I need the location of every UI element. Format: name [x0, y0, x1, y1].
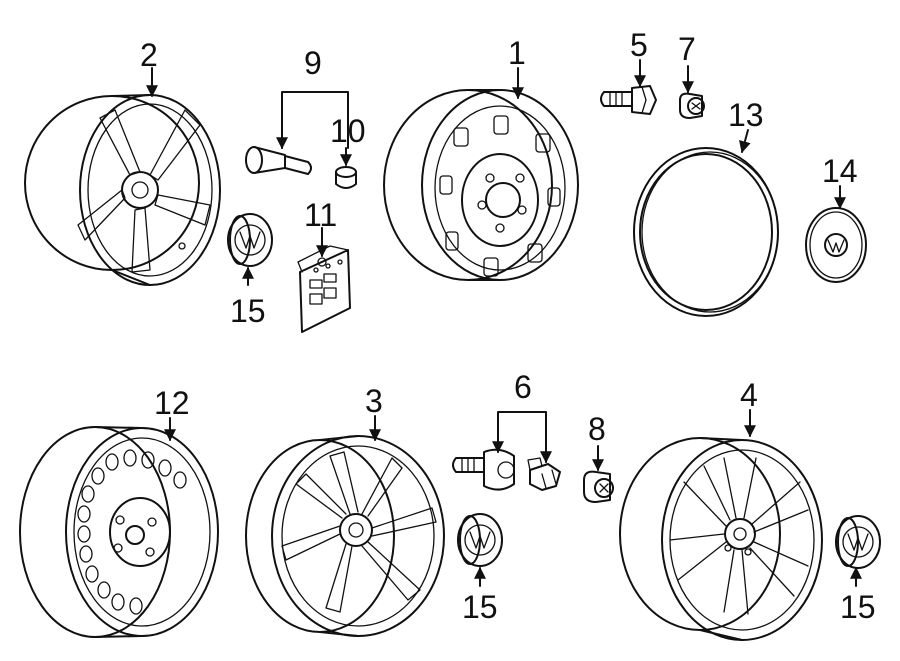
callout-9: 9 [304, 45, 322, 81]
callout-4: 4 [740, 377, 758, 413]
center-cap-emblem-icon [457, 513, 503, 567]
callout-15a: 15 [230, 293, 266, 329]
callout-10: 10 [330, 113, 366, 149]
wheel-cover-ring-icon [633, 147, 779, 317]
callout-12: 12 [154, 385, 190, 421]
valve-stem-icon [245, 146, 312, 175]
callout-15b: 15 [462, 589, 498, 625]
callout-6: 6 [514, 369, 532, 405]
callout-5: 5 [630, 27, 648, 63]
wheel-bolt-icon [600, 85, 657, 115]
callout-3: 3 [365, 383, 383, 419]
bolt-cap-icon [679, 92, 705, 119]
balance-weight-pack-icon [297, 245, 351, 333]
callout-13: 13 [728, 97, 764, 133]
alloy-wheel-ten-spoke-icon [619, 437, 823, 641]
alloy-wheel-split-spoke-icon [245, 435, 445, 637]
bolt-cap-icon [583, 470, 614, 503]
alloy-wheel-five-spoke-icon [24, 94, 221, 286]
center-cap-emblem-icon [227, 213, 273, 267]
callout-7: 7 [678, 31, 696, 67]
hub-cap-icon [805, 207, 867, 283]
locking-bolt-set-icon [452, 448, 561, 491]
steel-wheel-icon [383, 89, 579, 281]
callout-11: 11 [304, 197, 337, 233]
callout-2: 2 [140, 37, 158, 73]
spare-steel-wheel-icon [19, 426, 219, 638]
valve-cap-icon [335, 166, 357, 189]
center-cap-emblem-icon [835, 515, 881, 569]
callout-8: 8 [588, 411, 606, 447]
callout-15c: 15 [840, 589, 876, 625]
callout-14: 14 [822, 153, 858, 189]
callout-1: 1 [508, 35, 526, 71]
